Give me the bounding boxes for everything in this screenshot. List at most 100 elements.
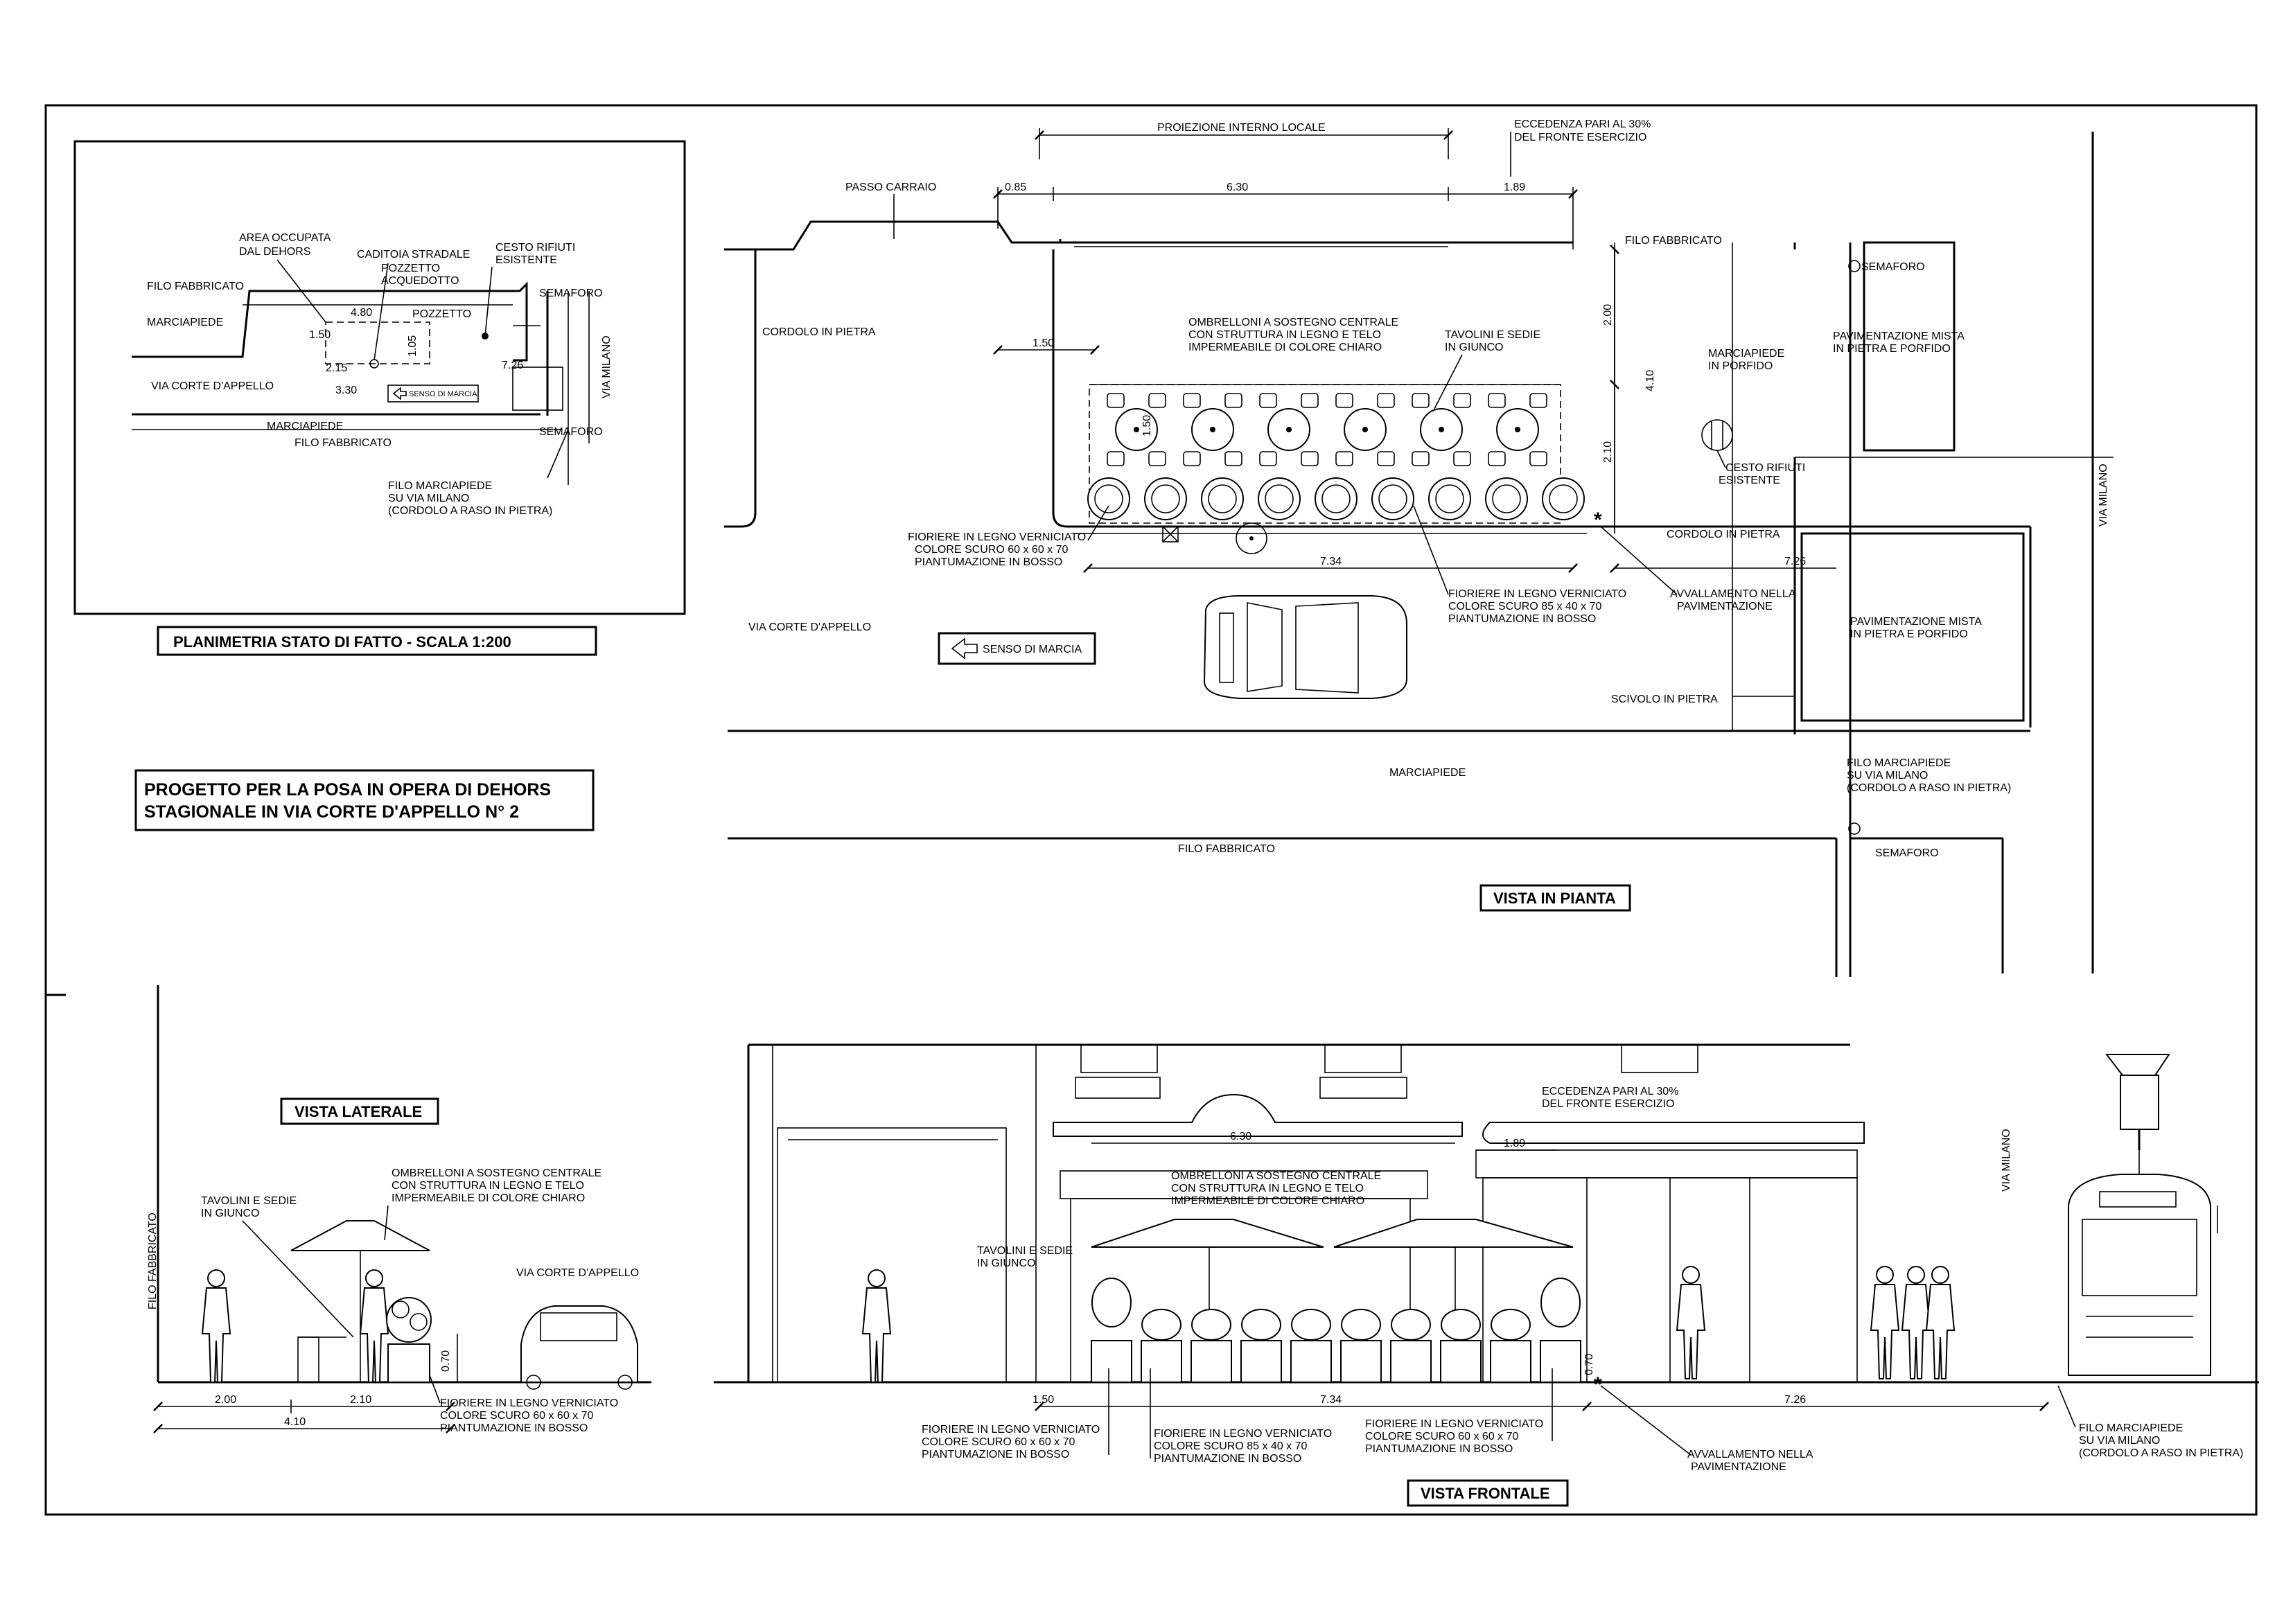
bush-icon xyxy=(1391,1309,1431,1341)
sheet-frame xyxy=(44,104,2258,1516)
chair-icon xyxy=(1377,393,1395,408)
svg-text:1.50: 1.50 xyxy=(1033,1394,1054,1406)
fioriere-b-label: FIORIERE IN LEGNO VERNICIATO xyxy=(1448,588,1626,600)
svg-text:DAL DEHORS: DAL DEHORS xyxy=(239,246,310,258)
planter-icon xyxy=(1371,477,1414,520)
planter-icon xyxy=(1485,477,1528,520)
pavimentazione-mista-box xyxy=(1800,532,2025,722)
svg-text:IN GIUNCO: IN GIUNCO xyxy=(201,1208,259,1219)
tram-icon xyxy=(2068,1054,2218,1376)
chair-icon xyxy=(1488,451,1506,466)
arrow-left-icon xyxy=(951,637,978,660)
bush-icon xyxy=(1492,484,1521,513)
fioriere-label: FIORIERE IN LEGNO VERNICIATO xyxy=(908,531,1086,543)
svg-text:SU VIA MILANO: SU VIA MILANO xyxy=(2079,1435,2160,1447)
avvallamento-mark: * xyxy=(1594,509,1602,531)
cesto-rifiuti-icon xyxy=(1701,419,1733,451)
vista-pianta: * SENSO DI MARCIA PROIEZIONE INTERNO LOC… xyxy=(724,118,2114,977)
svg-text:0.85: 0.85 xyxy=(1005,182,1026,193)
chair-icon xyxy=(1107,393,1125,408)
bush-icon xyxy=(1341,1309,1381,1341)
tavolini-label: TAVOLINI E SEDIE xyxy=(1445,329,1540,341)
planter-icon xyxy=(1290,1340,1332,1383)
svg-text:7.34: 7.34 xyxy=(1320,556,1342,567)
via-corte-label: VIA CORTE D'APPELLO xyxy=(151,380,274,392)
svg-text:0.70: 0.70 xyxy=(1583,1354,1595,1375)
via-corte-label: VIA CORTE D'APPELLO xyxy=(516,1267,639,1279)
planimetria-caption: PLANIMETRIA STATO DI FATTO - SCALA 1:200 xyxy=(173,633,511,651)
fioriere-c-label: FIORIERE IN LEGNO VERNICIATO xyxy=(1365,1418,1543,1430)
svg-text:CON STRUTTURA IN LEGNO E TELO: CON STRUTTURA IN LEGNO E TELO xyxy=(392,1180,584,1192)
filo-marciapiede-label: FILO MARCIAPIEDE xyxy=(2079,1422,2183,1434)
bush-icon xyxy=(1540,1278,1581,1327)
svg-text:CON STRUTTURA IN LEGNO E TELO: CON STRUTTURA IN LEGNO E TELO xyxy=(1188,329,1381,341)
svg-text:SEMAFORO: SEMAFORO xyxy=(1875,847,1939,859)
svg-text:PIANTUMAZIONE IN BOSSO: PIANTUMAZIONE IN BOSSO xyxy=(1448,613,1596,625)
svg-text:2.15: 2.15 xyxy=(326,362,347,374)
via-milano-label: VIA MILANO xyxy=(2098,464,2109,527)
semaforo-label: SEMAFORO xyxy=(1861,261,1925,273)
planter-icon xyxy=(1440,1340,1482,1383)
proiezione-label: PROIEZIONE INTERNO LOCALE xyxy=(1157,122,1326,134)
bush-icon xyxy=(1094,484,1123,513)
eccedenza-label: ECCEDENZA PARI AL 30% xyxy=(1542,1086,1678,1097)
filo-fabbricato-label: FILO FABBRICATO xyxy=(1625,235,1722,247)
filo-fabbricato-label: FILO FABBRICATO xyxy=(147,1212,159,1309)
chair-icon xyxy=(1412,451,1430,466)
vista-laterale-caption: VISTA LATERALE xyxy=(295,1103,422,1120)
bush-icon xyxy=(1241,1309,1281,1341)
chair-icon xyxy=(1107,451,1125,466)
svg-text:COLORE SCURO 85 x 40 x 70: COLORE SCURO 85 x 40 x 70 xyxy=(1154,1440,1308,1452)
umbrella-pole-icon xyxy=(1134,427,1139,432)
bush-icon xyxy=(1441,1309,1481,1341)
svg-text:4.80: 4.80 xyxy=(351,307,372,319)
svg-text:PIANTUMAZIONE IN BOSSO: PIANTUMAZIONE IN BOSSO xyxy=(1365,1443,1513,1455)
bush-icon xyxy=(1141,1309,1181,1341)
bush-icon xyxy=(1151,484,1180,513)
vista-pianta-caption-box xyxy=(1479,884,1631,912)
filo-marciapiede-label: FILO MARCIAPIEDE xyxy=(1847,757,1951,769)
svg-text:IN GIUNCO: IN GIUNCO xyxy=(1445,342,1503,353)
svg-text:ACQUEDOTTO: ACQUEDOTTO xyxy=(381,275,459,287)
svg-text:3.30: 3.30 xyxy=(335,385,357,396)
bush-icon xyxy=(1265,484,1294,513)
semaforo-icon xyxy=(1848,260,1861,272)
vista-pianta-caption: VISTA IN PIANTA xyxy=(1493,890,1616,907)
umbrella-icon xyxy=(1333,1219,1574,1248)
arrow-left-icon xyxy=(392,387,407,400)
bush-icon xyxy=(1191,1309,1231,1341)
vista-frontale-caption: VISTA FRONTALE xyxy=(1421,1485,1550,1502)
vista-frontale-caption-box xyxy=(1407,1479,1569,1507)
svg-text:IN GIUNCO: IN GIUNCO xyxy=(977,1257,1035,1269)
chair-icon xyxy=(1335,393,1353,408)
cesto-label: CESTO RIFIUTI xyxy=(1725,462,1805,474)
bush-icon xyxy=(1208,484,1237,513)
svg-text:7.26: 7.26 xyxy=(1784,556,1806,567)
planter-icon xyxy=(1540,1340,1581,1383)
marciapiede-porfido-label: MARCIAPIEDE xyxy=(1708,348,1784,360)
chair-icon xyxy=(1183,393,1201,408)
svg-text:PIANTUMAZIONE IN BOSSO: PIANTUMAZIONE IN BOSSO xyxy=(915,556,1062,568)
svg-text:IMPERMEABILE DI COLORE CHIARO: IMPERMEABILE DI COLORE CHIARO xyxy=(392,1192,585,1204)
svg-text:1.89: 1.89 xyxy=(1504,182,1525,193)
svg-text:6.30: 6.30 xyxy=(1227,182,1248,193)
chair-icon xyxy=(1377,451,1395,466)
project-title-line1: PROGETTO PER LA POSA IN OPERA DI DEHORS xyxy=(144,780,551,800)
semaforo-icon xyxy=(1848,822,1861,835)
chair-icon xyxy=(1488,393,1506,408)
svg-text:2.00: 2.00 xyxy=(1602,304,1614,326)
planimetria-inset: SENSO DI MARCIA AREA OCCUPATA DAL DEHORS… xyxy=(73,140,686,615)
svg-text:DEL FRONTE ESERCIZIO: DEL FRONTE ESERCIZIO xyxy=(1542,1098,1674,1110)
avvallamento-label: AVVALLAMENTO NELLA xyxy=(1670,588,1796,600)
svg-text:COLORE SCURO 85 x 40 x 70: COLORE SCURO 85 x 40 x 70 xyxy=(1448,601,1602,612)
svg-text:PIANTUMAZIONE IN BOSSO: PIANTUMAZIONE IN BOSSO xyxy=(922,1449,1069,1460)
planimetria-frame xyxy=(73,140,686,615)
svg-text:COLORE SCURO 60 x 60 x 70: COLORE SCURO 60 x 60 x 70 xyxy=(915,544,1069,556)
dehors-planters xyxy=(1087,477,1585,520)
planter-icon xyxy=(1240,1340,1282,1383)
tavolini-label: TAVOLINI E SEDIE xyxy=(201,1195,297,1207)
planter-icon xyxy=(1258,477,1301,520)
pozzetto-label: POZZETTO xyxy=(412,308,471,320)
planter-icon xyxy=(1428,477,1471,520)
